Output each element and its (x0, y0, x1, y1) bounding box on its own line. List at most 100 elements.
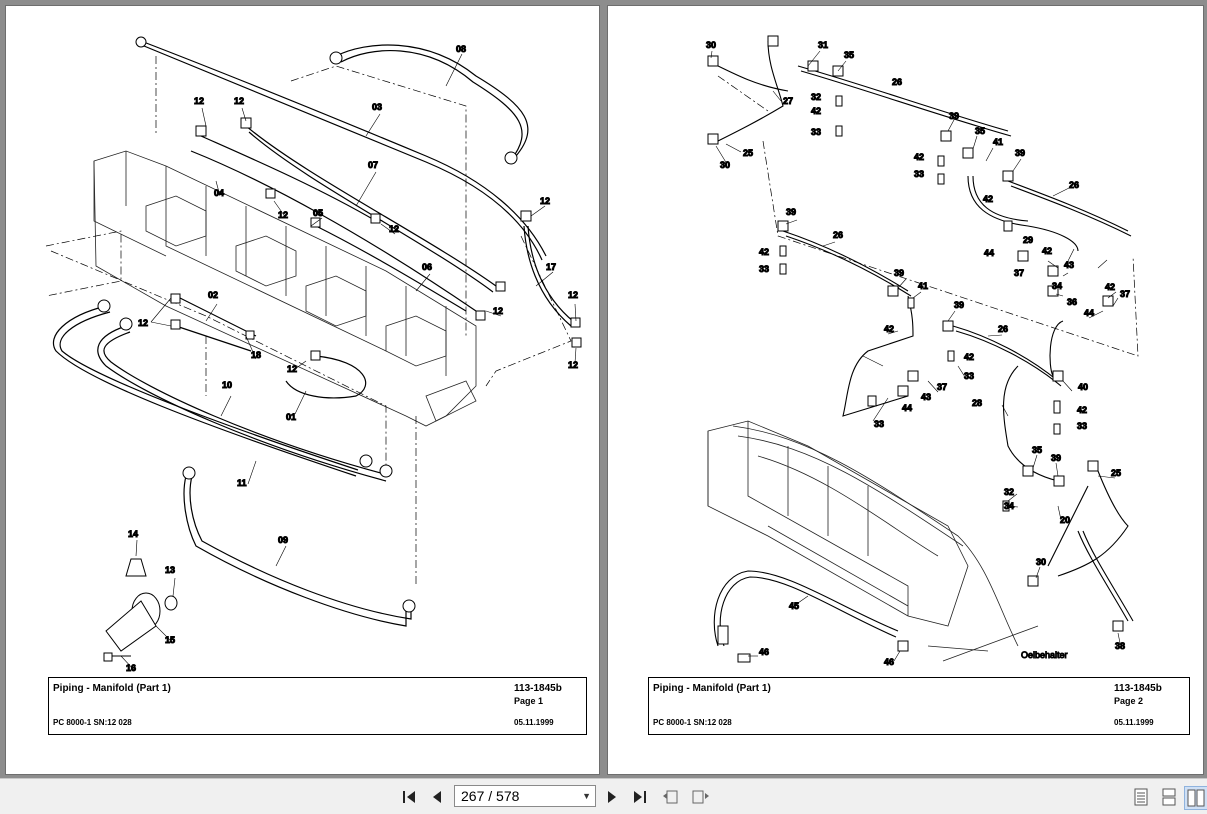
callout-label: 42 (759, 247, 769, 257)
callout-label: 02 (208, 290, 218, 300)
callout-label: 41 (918, 281, 928, 291)
callout-label: 31 (818, 40, 828, 50)
callout-label: 42 (914, 152, 924, 162)
callout-label: 17 (546, 262, 556, 272)
navigation-toolbar: 267 / 578 ▼ (0, 778, 1207, 814)
callout-label: 36 (1067, 297, 1077, 307)
callout-label: 38 (1115, 641, 1125, 651)
drawing-date: 05.11.1999 (514, 718, 554, 727)
piping-drawing-page-2: 30 31 35 26 27 32 42 33 25 30 39 35 41 4… (706, 35, 1139, 668)
callout-label: 11 (237, 478, 247, 488)
callout-label: 01 (286, 412, 296, 422)
callout-label: 26 (833, 230, 843, 240)
callout-label: 30 (720, 160, 730, 170)
callout-label: 12 (194, 96, 204, 106)
callout-label: 14 (128, 529, 138, 539)
callout-label: 29 (1023, 235, 1033, 245)
callout-label: 32 (1004, 487, 1014, 497)
callout-label: 28 (972, 398, 982, 408)
callout-label: 42 (884, 324, 894, 334)
callout-label: 34 (1004, 501, 1014, 511)
single-page-view-icon[interactable] (1130, 786, 1152, 808)
callout-label: 44 (902, 403, 912, 413)
title-block: Piping - Manifold (Part 1) 113-1845b Pag… (648, 677, 1190, 735)
callout-label: 03 (372, 102, 382, 112)
callout-label: 12 (493, 306, 503, 316)
callout-label: 18 (251, 350, 261, 360)
page-indicator: 267 / 578 (461, 788, 520, 804)
callout-label: 25 (1111, 468, 1121, 478)
page-number-select[interactable]: 267 / 578 ▼ (454, 785, 596, 807)
page-label: Page 2 (1114, 696, 1144, 706)
callout-label: 42 (983, 194, 993, 204)
callout-label: 41 (993, 137, 1003, 147)
callout-label: 12 (287, 364, 297, 374)
callout-label: 39 (786, 207, 796, 217)
callout-label: 33 (874, 419, 884, 429)
callout-label: 12 (568, 360, 578, 370)
callout-label: 12 (568, 290, 578, 300)
callout-label: 46 (759, 647, 769, 657)
callout-label: 39 (894, 268, 904, 278)
callout-label: 35 (844, 50, 854, 60)
first-page-icon[interactable] (398, 786, 420, 808)
continuous-view-icon[interactable] (1158, 786, 1180, 808)
callout-label: 37 (937, 382, 947, 392)
document-number: 113-1845b (1114, 683, 1162, 694)
callout-label: 33 (811, 127, 821, 137)
two-page-view-icon[interactable] (1184, 786, 1207, 810)
callout-label: 26 (998, 324, 1008, 334)
callout-label: 09 (278, 535, 288, 545)
callout-label: 12 (138, 318, 148, 328)
next-page-icon[interactable] (601, 786, 623, 808)
callout-label: 04 (214, 188, 224, 198)
callout-label: 12 (540, 196, 550, 206)
callout-label: 46 (884, 657, 894, 667)
drawing-title: Piping - Manifold (Part 1) (653, 683, 771, 694)
callout-label: 44 (984, 248, 994, 258)
callout-label: 37 (1120, 289, 1130, 299)
page-label: Page 1 (514, 696, 544, 706)
drawing-date: 05.11.1999 (1114, 718, 1154, 727)
callout-label: 12 (389, 224, 399, 234)
callout-label: 43 (1064, 260, 1074, 270)
callout-label: 15 (165, 635, 175, 645)
callout-label: 33 (964, 371, 974, 381)
last-page-icon[interactable] (629, 786, 651, 808)
callout-label: 26 (892, 77, 902, 87)
callout-label: 42 (1077, 405, 1087, 415)
callout-label: 12 (234, 96, 244, 106)
callout-label: 30 (706, 40, 716, 50)
callout-label: 35 (975, 126, 985, 136)
callout-label: 39 (949, 111, 959, 121)
drawing-title: Piping - Manifold (Part 1) (53, 683, 171, 694)
reservoir-label: Oelbehalter (1021, 650, 1068, 660)
callout-label: 37 (1014, 268, 1024, 278)
previous-page-icon[interactable] (426, 786, 448, 808)
machine-serial: PC 8000-1 SN:12 028 (53, 718, 132, 727)
next-view-icon[interactable] (690, 786, 712, 808)
callout-label: 08 (456, 44, 466, 54)
callout-label: 12 (278, 210, 288, 220)
document-page-2: 30 31 35 26 27 32 42 33 25 30 39 35 41 4… (607, 5, 1204, 775)
callout-label: 25 (743, 148, 753, 158)
callout-label: 27 (783, 96, 793, 106)
callout-label: 39 (954, 300, 964, 310)
callout-label: 39 (1015, 148, 1025, 158)
previous-view-icon[interactable] (660, 786, 682, 808)
callout-label: 26 (1069, 180, 1079, 190)
document-number: 113-1845b (514, 683, 562, 694)
callout-label: 06 (422, 262, 432, 272)
callout-label: 43 (921, 392, 931, 402)
title-block: Piping - Manifold (Part 1) 113-1845b Pag… (48, 677, 587, 735)
callout-label: 35 (1032, 445, 1042, 455)
callout-label: 42 (1105, 282, 1115, 292)
callout-label: 13 (165, 565, 175, 575)
chevron-down-icon: ▼ (582, 791, 591, 801)
callout-label: 42 (811, 106, 821, 116)
callout-label: 32 (811, 92, 821, 102)
callout-label: 44 (1084, 308, 1094, 318)
piping-drawing-page-1: 08 03 12 12 07 04 05 12 12 12 17 06 02 1… (45, 36, 582, 674)
document-page-1: 08 03 12 12 07 04 05 12 12 12 17 06 02 1… (5, 5, 600, 775)
callout-label: 39 (1051, 453, 1061, 463)
